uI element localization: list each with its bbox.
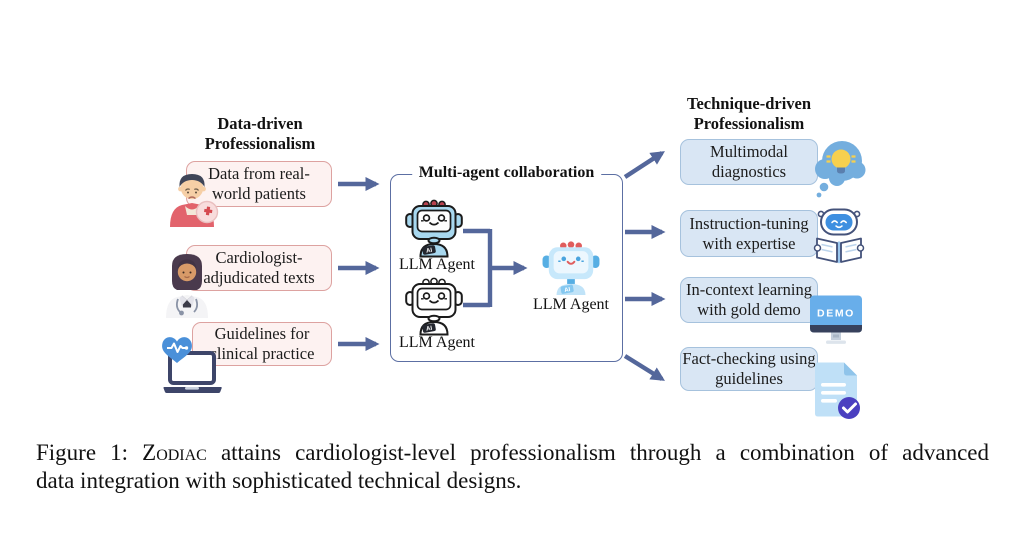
figure-caption-line2: data integration with sophisticated tech… xyxy=(36,468,522,493)
box-fact-checking: Fact-checking using guidelines xyxy=(680,347,818,391)
caption-prefix: Figure 1: xyxy=(36,440,143,465)
arrow-to-factcheck xyxy=(623,354,665,381)
robot-reading-icon xyxy=(813,208,865,264)
box-multimodal-diagnostics: Multimodal diagnostics xyxy=(680,139,818,185)
idea-bulb-cloud-icon xyxy=(815,141,866,198)
llm-agent-3-robot-icon: AI xyxy=(542,241,600,296)
figure-caption-line1: Figure 1: Zodiac attains cardiologist-le… xyxy=(36,440,989,466)
box-instruction-tuning: Instruction-tuning with expertise xyxy=(680,210,818,257)
llm-agent-3-label: LLM Agent xyxy=(533,296,609,313)
llm-agent-2-label: LLM Agent xyxy=(399,334,475,351)
multi-agent-collaboration-title: Multi-agent collaboration xyxy=(411,164,602,182)
patient-icon xyxy=(170,174,219,227)
box-guidelines-clinical-practice: Guidelines for clinical practice xyxy=(192,322,332,366)
ai-badge: AI xyxy=(564,287,571,294)
box-data-real-world-patients: Data from real- world patients xyxy=(186,161,332,207)
demo-label: DEMO xyxy=(817,308,855,320)
ai-badge: AI xyxy=(425,247,433,255)
caption-zodiac: Zodiac xyxy=(142,440,207,465)
demo-monitor-icon: DEMO xyxy=(810,295,862,344)
laptop-heart-icon xyxy=(162,337,222,393)
llm-agent-1-label: LLM Agent xyxy=(399,256,475,273)
technique-driven-header: Technique-driven Professionalism xyxy=(686,94,812,133)
box-incontext-learning: In-context learning with gold demo xyxy=(680,277,818,323)
arrow-to-multimodal xyxy=(623,151,665,179)
llm-agent-2-robot-icon: AI xyxy=(405,277,463,336)
box-cardiologist-adjudicated-texts: Cardiologist- adjudicated texts xyxy=(186,245,332,291)
document-check-icon xyxy=(815,362,860,419)
data-driven-header: Data-driven Professionalism xyxy=(204,114,316,153)
caption-text: attains cardiologist-level professionali… xyxy=(206,440,989,465)
cardiologist-icon xyxy=(166,254,208,318)
llm-agent-1-robot-icon: AI xyxy=(405,199,463,258)
ai-badge: AI xyxy=(425,325,433,333)
